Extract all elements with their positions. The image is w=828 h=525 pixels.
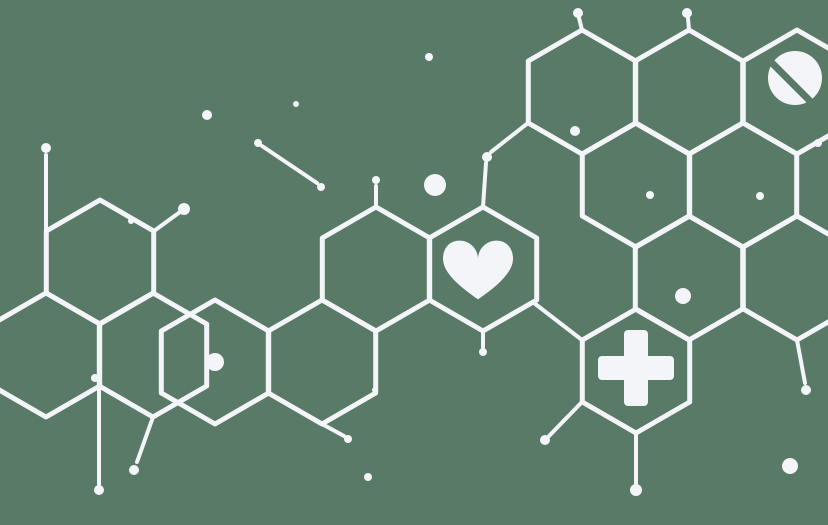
dot [425,53,433,61]
bond-line [795,338,807,385]
dot [372,176,380,184]
dot [317,183,325,191]
bond-line [135,415,155,464]
bond-line [686,16,691,32]
dot [202,110,212,120]
dot [682,8,692,18]
dot [630,484,642,496]
circle-badge [768,51,822,105]
dot [254,139,262,147]
dot [128,218,134,224]
bond-line [320,422,346,438]
dot [178,203,190,215]
dot [482,152,492,162]
dot [801,385,811,395]
dot [293,101,299,107]
dot [540,435,550,445]
dot [344,435,352,443]
dot [814,139,822,147]
dot [570,126,580,136]
dot [424,174,446,196]
medical-cross-icon [624,330,648,406]
dot [129,465,139,475]
heart-icon [443,240,513,300]
dot [479,348,487,356]
dot [372,387,378,393]
dot [94,485,104,495]
bond-line [481,161,488,209]
dot [675,288,691,304]
circle-cut-line [763,54,816,107]
dot [364,473,372,481]
dot [756,192,764,200]
bond-line [489,121,530,154]
bond-line [152,210,182,233]
dot [41,143,51,153]
dot [91,374,99,382]
dot [573,8,583,18]
bond-line [532,301,584,342]
bond-line [547,400,584,438]
dot [782,458,798,474]
dot [646,191,654,199]
bond-line [260,144,319,185]
hexagon-outline [740,27,828,157]
dot [206,353,224,371]
bond-line [577,16,584,32]
